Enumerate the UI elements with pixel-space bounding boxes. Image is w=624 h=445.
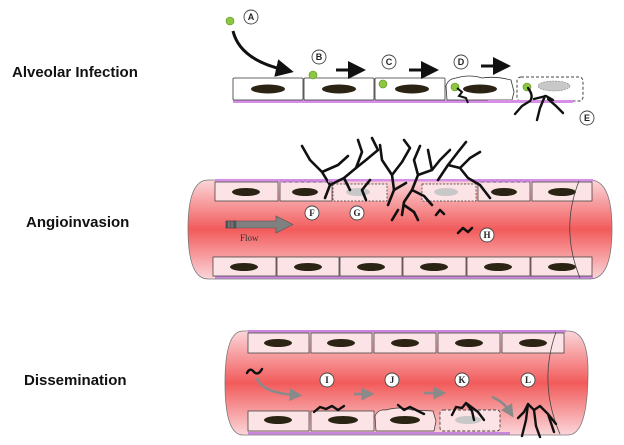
- endothelial-row-top: [247, 332, 565, 354]
- necrotic-nucleus: [455, 416, 481, 424]
- nucleus: [328, 416, 358, 424]
- nucleus: [230, 263, 258, 271]
- label-dissemination: Dissemination: [24, 372, 127, 389]
- hyphal-mass: [300, 136, 492, 235]
- angioinvasion-panel: Flow F G H: [187, 136, 613, 280]
- step-marker-j: J: [384, 372, 400, 388]
- svg-text:D: D: [458, 57, 465, 67]
- step-marker-h: H: [479, 227, 495, 243]
- nucleus: [491, 188, 517, 196]
- necrotic-nucleus: [537, 80, 571, 92]
- nucleus: [294, 263, 322, 271]
- endothelial-row-bottom: [212, 256, 593, 277]
- svg-text:C: C: [386, 57, 393, 67]
- nucleus: [264, 339, 292, 347]
- label-angioinvasion: Angioinvasion: [26, 214, 130, 231]
- svg-text:K: K: [458, 375, 465, 385]
- nucleus: [322, 84, 356, 94]
- step-marker-g: G: [349, 205, 365, 221]
- flow-label: Flow: [240, 233, 259, 243]
- nucleus: [548, 188, 576, 196]
- flow-arrow: [491, 395, 514, 418]
- nucleus: [292, 188, 318, 196]
- conidium-spore: [308, 70, 318, 80]
- nucleus: [420, 263, 448, 271]
- nucleus: [391, 339, 419, 347]
- nucleus: [390, 416, 420, 424]
- vessel-membrane-top: [215, 179, 593, 182]
- step-marker-d: D: [453, 54, 469, 70]
- flow-arrow: [255, 377, 303, 402]
- step-marker-i: I: [319, 372, 335, 388]
- svg-text:F: F: [309, 208, 315, 218]
- nucleus: [395, 84, 429, 94]
- svg-text:I: I: [325, 375, 329, 385]
- vessel-opening-curve: [569, 180, 581, 279]
- nucleus: [264, 416, 292, 424]
- svg-text:J: J: [390, 375, 395, 385]
- fungal-fragment: [245, 367, 264, 375]
- step-marker-l: L: [520, 372, 536, 388]
- vessel-membrane-top: [248, 330, 566, 333]
- nucleus: [327, 339, 355, 347]
- step-marker-e: E: [579, 110, 595, 126]
- necrotic-nucleus: [434, 188, 458, 196]
- svg-text:E: E: [584, 113, 590, 123]
- blood-vessel: [187, 179, 613, 280]
- step-marker-a: A: [243, 9, 259, 25]
- flow-arrow-icon: [225, 215, 294, 234]
- germ-tube: [456, 87, 469, 104]
- conidium-spore: [225, 16, 235, 26]
- svg-text:H: H: [483, 230, 490, 240]
- endothelial-row-bottom: [247, 407, 501, 432]
- step-marker-b: B: [311, 49, 327, 65]
- nucleus: [463, 84, 497, 94]
- svg-text:G: G: [353, 208, 360, 218]
- nucleus: [484, 263, 512, 271]
- vessel-membrane-bottom: [248, 432, 510, 435]
- step-marker-f: F: [304, 205, 320, 221]
- step-marker-k: K: [454, 372, 470, 388]
- nucleus: [251, 84, 285, 94]
- hyphae: [312, 401, 558, 439]
- step-marker-c: C: [381, 54, 397, 70]
- dissemination-panel: I J K L: [224, 330, 589, 439]
- basement-membrane: [233, 100, 488, 103]
- alveolar-infection-panel: A B C D E: [225, 9, 595, 126]
- nucleus: [455, 339, 483, 347]
- svg-text:L: L: [525, 375, 531, 385]
- nucleus: [357, 263, 385, 271]
- hypha: [513, 86, 565, 122]
- label-alveolar-infection: Alveolar Infection: [12, 64, 138, 81]
- svg-text:B: B: [316, 52, 323, 62]
- svg-text:A: A: [248, 12, 255, 22]
- nucleus: [232, 188, 260, 196]
- nucleus: [548, 263, 576, 271]
- vessel-membrane-bottom: [215, 276, 593, 279]
- nucleus: [519, 339, 547, 347]
- conidium-spore: [378, 79, 388, 89]
- inhalation-arrow: [231, 30, 294, 77]
